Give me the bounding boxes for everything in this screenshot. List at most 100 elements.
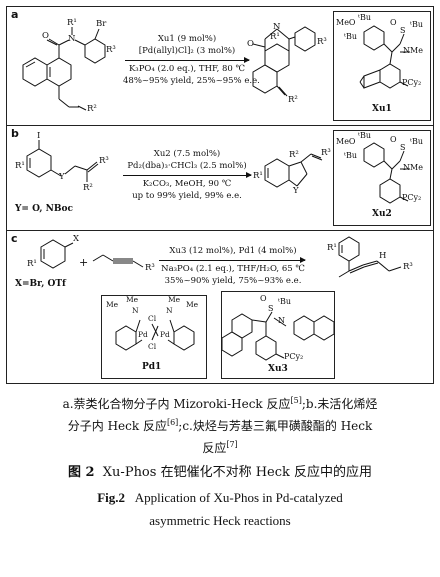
xu2-tBu-1: ᵗBu: [358, 131, 372, 140]
xu1-NMe: NMe: [403, 46, 423, 55]
ligand-xu2-structure: [363, 142, 410, 204]
pd1-Me-2: Me: [126, 295, 139, 304]
conditions-a-line3: K₃PO₄ (2.0 eq.), THF, 80 ℃: [128, 64, 246, 74]
scheme-panel-a: a O N R¹ Br R³ R² Xu1 (9 mol%) [Pd(allyl…: [6, 6, 434, 126]
caption-b-text-2: 分子内 Heck 反应: [67, 419, 167, 433]
reactant-a-N: N: [68, 34, 76, 44]
reactant-a-R1: R¹: [67, 18, 77, 28]
pd1-Me-3: Me: [168, 295, 181, 304]
xu3-tBu: ᵗBu: [278, 297, 292, 306]
reaction-arrow-a: [125, 57, 250, 63]
conditions-c-line3: 35%~90% yield, 75%~93% e.e.: [164, 276, 302, 286]
reactant-c-R3: R³: [145, 263, 155, 273]
xu2-PCy2: PCy₂: [402, 193, 422, 202]
xu2-S: S: [400, 143, 406, 152]
panel-b-label: b: [11, 127, 19, 140]
ligand-xu1-box: MeO ᵗBu ᵗBu O S ᵗBu NMe PCy₂ Xu1: [333, 11, 431, 121]
xu2-name: Xu2: [372, 209, 392, 219]
caption-line-1: a.萘类化合物分子内 Mizoroki-Heck 反应[5];b.未活化烯烃: [0, 390, 440, 415]
reactant-a-Br: Br: [96, 19, 107, 29]
conditions-a-line2: [Pd(allyl)Cl]₂ (3 mol%): [138, 46, 236, 56]
reaction-arrow-c: [159, 257, 306, 263]
xu1-name: Xu1: [372, 104, 392, 114]
xu3-structure: [221, 311, 335, 361]
panel-a-product-structure: [252, 26, 316, 97]
xu3-S: S: [268, 304, 274, 313]
product-c-R3: R³: [403, 262, 413, 272]
caption-ref-5: [5]: [290, 396, 302, 405]
pd1-Me-4: Me: [186, 300, 199, 309]
conditions-c-line2: Na₃PO₄ (2.1 eq.), THF/H₂O, 65 ℃: [161, 264, 305, 274]
figure-title-cn-text: Xu-Phos 在钯催化不对称 Heck 反应中的应用: [102, 465, 373, 480]
reactant-b-Y: Y: [59, 172, 65, 182]
x-definition: X=Br, OTf: [15, 279, 66, 289]
product-b-Y: Y: [293, 186, 299, 196]
panel-c-product-structure: [338, 236, 402, 278]
xu2-tBu-2: ᵗBu: [344, 151, 358, 160]
xu2-O: O: [390, 135, 397, 144]
xu3-PCy2: PCy₂: [284, 352, 304, 361]
product-a-O: O: [247, 39, 254, 49]
conditions-b-line1: Xu2 (7.5 mol%): [153, 149, 221, 159]
figure-label-cn: 图 2: [67, 465, 95, 480]
reactant-a-R3: R³: [106, 45, 116, 55]
xu2-tBu-3: ᵗBu: [410, 137, 424, 146]
ligand-xu1-structure: [359, 25, 410, 89]
scheme-panel-b: b R¹ I Y R³ R² Y= O, NBoc Xu2 (7.5 mol%)…: [6, 125, 434, 231]
panel-b-product-structure: [264, 153, 323, 188]
xu1-MeO: MeO: [336, 18, 356, 27]
caption-line-2: 分子内 Heck 反应[6];c.炔烃与芳基三氟甲磺酸酯的 Heck: [0, 412, 440, 437]
product-c-R1: R¹: [327, 243, 337, 253]
reactant-c-R1: R¹: [27, 259, 37, 269]
panel-b-reactant-structure: [26, 140, 99, 182]
conditions-c-line1: Xu3 (12 mol%), Pd1 (4 mol%): [169, 246, 297, 256]
reaction-arrow-b: [123, 172, 252, 178]
panel-c-reactant-structure: [40, 239, 144, 269]
reactant-a-O: O: [42, 31, 49, 41]
figure-title-cn: 图 2 Xu-Phos 在钯催化不对称 Heck 反应中的应用: [0, 462, 440, 484]
pd1-structure: [115, 319, 195, 351]
product-a-R2: R²: [288, 95, 298, 105]
conditions-a-line4: 48%~95% yield, 25%~95% e.e.: [123, 76, 260, 86]
figure-title-en-line-1: Fig.2 Application of Xu-Phos in Pd-catal…: [0, 487, 440, 509]
product-a-N: N: [273, 22, 281, 32]
xu1-tBu-3: ᵗBu: [410, 20, 424, 29]
panel-a-reactant-structure: [22, 27, 106, 111]
caption-line-3: 反应[7]: [0, 434, 440, 459]
pd1-Pd-2: Pd: [160, 330, 170, 339]
xu1-PCy2: PCy₂: [402, 78, 422, 87]
caption-ref-6: [6]: [166, 418, 179, 427]
reactant-b-R3: R³: [99, 156, 109, 166]
y-definition: Y= O, NBoc: [15, 204, 73, 214]
reactant-a-R2: R²: [87, 104, 97, 114]
reactant-c-X: X: [73, 234, 80, 244]
precatalyst-pd1-box: Me Me N Pd Cl Cl Pd N Me Me Pd1: [101, 295, 207, 379]
product-b-R2: R²: [289, 150, 299, 160]
xu1-O: O: [390, 18, 397, 27]
conditions-a-line1: Xu1 (9 mol%): [157, 34, 217, 44]
xu3-O: O: [260, 294, 267, 303]
pd1-Me-1: Me: [106, 300, 119, 309]
caption-b-text: ;b.未活化烯烃: [301, 397, 378, 411]
pd1-N-1: N: [132, 306, 139, 315]
figure-label-en: Fig.2: [97, 490, 126, 505]
scheme-panel-c: c R¹ X + R³ X=Br, OTf Xu3 (12 mol%), Pd1…: [6, 230, 434, 384]
panel-c-label: c: [11, 232, 18, 245]
product-b-R3: R³: [321, 148, 331, 158]
pd1-name: Pd1: [142, 362, 162, 372]
pd1-Cl-2: Cl: [148, 342, 157, 351]
panel-a-label: a: [11, 8, 19, 21]
product-b-R1: R¹: [253, 171, 263, 181]
ligand-xu2-box: MeO ᵗBu ᵗBu O S ᵗBu NMe PCy₂ Xu2: [333, 130, 431, 226]
reactant-b-R2: R²: [83, 183, 93, 193]
reactant-b-R1: R¹: [15, 161, 25, 171]
pd1-N-2: N: [166, 306, 173, 315]
pd1-Pd-1: Pd: [138, 330, 148, 339]
caption-a-text: a.萘类化合物分子内 Mizoroki-Heck 反应: [62, 397, 291, 411]
xu1-S: S: [400, 26, 406, 35]
conditions-b-line4: up to 99% yield, 99% e.e.: [132, 191, 242, 201]
xu2-MeO: MeO: [336, 137, 356, 146]
xu1-tBu-1: ᵗBu: [358, 13, 372, 22]
figure-title-en-line-2: asymmetric Heck reactions: [0, 510, 440, 532]
xu3-name: Xu3: [268, 364, 288, 374]
